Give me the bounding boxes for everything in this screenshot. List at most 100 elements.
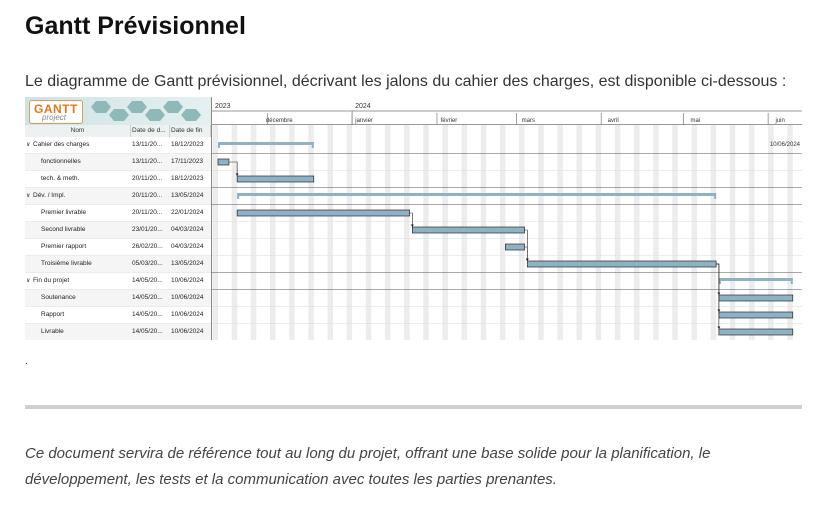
task-end-date: 13/05/2024	[171, 260, 204, 267]
gantt-chart-image: GANTT project Nom Date de d... Date de f…	[25, 97, 802, 340]
task-start-date: 20/11/20...	[132, 209, 163, 216]
dependency-arrowhead	[525, 258, 529, 261]
dependency-arrow	[716, 263, 720, 295]
task-end-date: 17/11/2023	[171, 158, 204, 165]
weekend-shade	[540, 125, 544, 340]
weekend-shade	[560, 125, 563, 340]
weekend-shade	[636, 125, 640, 340]
weekend-shade	[790, 125, 793, 340]
summary-bar-cap	[237, 193, 240, 199]
summary-bar	[237, 193, 717, 196]
weekend-shade	[308, 125, 312, 340]
weekend-shade	[576, 125, 580, 340]
weekend-shade	[748, 125, 752, 340]
logo-word: GANTT	[34, 102, 78, 116]
task-bar	[217, 158, 230, 166]
task-bar	[505, 243, 525, 251]
task-name: Soutenance	[41, 294, 76, 301]
month-label: mars	[522, 118, 535, 124]
task-start-date: 23/01/20...	[132, 226, 163, 233]
dependency-arrow	[524, 229, 528, 261]
task-bar	[236, 209, 410, 217]
task-row: tech. & meth.20/11/20...18/12/2023	[25, 171, 211, 188]
task-name: Cahier des charges	[33, 141, 90, 148]
summary-bar-cap	[311, 142, 314, 148]
weekend-shade	[215, 125, 218, 340]
weekend-shade	[675, 125, 678, 340]
task-end-date: 10/06/2024	[171, 328, 204, 335]
weekend-shade	[404, 125, 407, 340]
stray-dot: .	[25, 356, 28, 367]
task-start-date: 14/05/20...	[132, 294, 163, 301]
task-start-date: 26/02/20...	[132, 243, 163, 250]
hexagon-decoration	[145, 109, 165, 121]
weekend-shade	[406, 125, 410, 340]
weekend-shade	[770, 125, 774, 340]
task-row: ∨Dév. / Impl.20/11/20...13/05/2024	[25, 188, 211, 205]
hexagon-decoration	[109, 109, 129, 121]
task-bar	[718, 311, 794, 319]
task-name: Rapport	[41, 311, 65, 318]
weekend-shade	[384, 125, 388, 340]
task-bar	[411, 226, 525, 234]
dependency-arrow	[716, 263, 720, 329]
weekend-shade	[595, 125, 599, 340]
task-start-date: 14/05/20...	[132, 328, 163, 335]
weekend-shade	[694, 125, 697, 340]
hexagon-decoration	[91, 101, 111, 113]
task-name: Dév. / Impl.	[33, 192, 66, 199]
weekend-shade	[713, 125, 717, 340]
weekend-shade	[634, 125, 637, 340]
weekend-shade	[653, 125, 656, 340]
month-label: juin	[774, 118, 784, 124]
weekend-shade	[710, 125, 714, 340]
weekend-shade	[579, 125, 583, 340]
milestone-date-label: 10/06/2024	[770, 142, 801, 148]
gantt-logo-banner: GANTT project	[25, 97, 211, 125]
weekend-shade	[557, 125, 561, 340]
hexagon-decoration	[163, 101, 183, 113]
summary-bar-cap	[714, 193, 717, 199]
weekend-shade	[655, 125, 659, 340]
task-name: fonctionnelles	[41, 158, 81, 165]
hexagon-decoration	[181, 109, 201, 121]
weekend-shade	[751, 125, 755, 340]
weekend-shade	[291, 125, 295, 340]
chevron-down-icon[interactable]: ∨	[26, 193, 31, 199]
task-end-date: 10/06/2024	[171, 277, 204, 284]
summary-bar	[218, 142, 314, 145]
task-end-date: 10/06/2024	[171, 311, 204, 318]
year-label: 2023	[215, 103, 231, 110]
weekend-shade	[368, 125, 372, 340]
dependency-arrow	[228, 161, 238, 176]
task-start-date: 20/11/20...	[132, 175, 163, 182]
weekend-shade	[231, 125, 235, 340]
task-name: Fin du projet	[33, 277, 70, 284]
task-end-date: 18/12/2023	[171, 141, 204, 148]
intro-paragraph: Le diagramme de Gantt prévisionnel, décr…	[25, 73, 787, 90]
chevron-down-icon[interactable]: ∨	[26, 278, 31, 284]
weekend-shade	[598, 125, 602, 340]
task-name: tech. & meth.	[41, 175, 80, 182]
section-divider	[25, 405, 802, 409]
task-start-date: 14/05/20...	[132, 277, 163, 284]
weekend-shade	[614, 125, 618, 340]
summary-bar-cap	[718, 278, 721, 284]
weekend-shade	[272, 125, 276, 340]
dependency-arrowhead	[717, 326, 721, 329]
weekend-shade	[311, 125, 314, 340]
weekend-shade	[330, 125, 333, 340]
dependency-arrowhead	[410, 224, 414, 227]
gantt-task-table: GANTT project Nom Date de d... Date de f…	[25, 97, 211, 340]
ganttproject-logo: GANTT project	[29, 100, 83, 124]
chevron-down-icon[interactable]: ∨	[26, 142, 31, 148]
task-row: ∨Fin du projet 14/05/20... 10/06/2024	[25, 273, 211, 290]
